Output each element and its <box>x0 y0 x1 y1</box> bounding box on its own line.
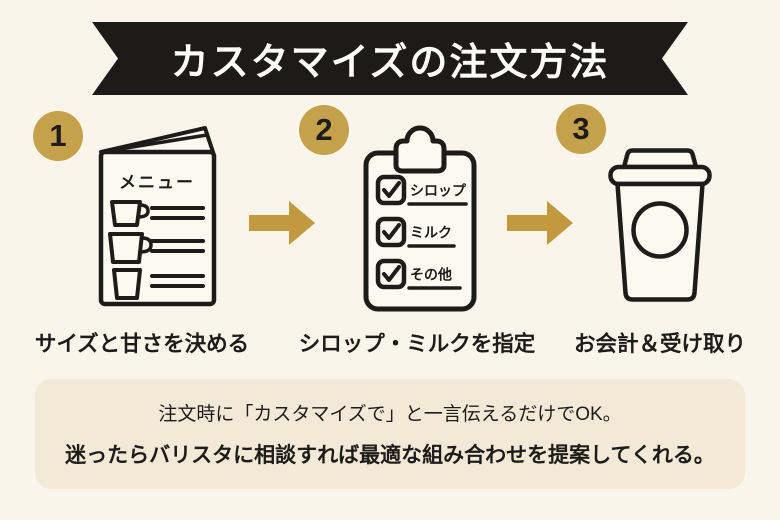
checklist-clipboard-icon: シロップ ミルク その他 <box>363 125 477 312</box>
checkmark-icon <box>382 265 401 282</box>
clipboard-clip <box>393 125 447 174</box>
cup-logo-circle <box>631 201 689 259</box>
cup-lid-rim <box>608 164 712 187</box>
booklet-fold-line <box>99 133 209 154</box>
small-cup-icon <box>110 200 142 227</box>
arrow-shape <box>507 201 573 245</box>
step2-caption: シロップ・ミルクを指定 <box>298 332 536 356</box>
step3-number: 3 <box>572 111 590 146</box>
step1-caption: サイズと甘さを決める <box>34 332 250 356</box>
step1-number: 1 <box>49 118 67 153</box>
checkbox-icon <box>375 258 407 290</box>
tumbler-cup-icon <box>112 268 142 300</box>
checkbox-icon <box>375 216 407 248</box>
note-box: 注文時に「カスタマイズで」と一言伝えるだけでOK。 迷ったらバリスタに相談すれば… <box>35 379 745 489</box>
note-line-1: 注文時に「カスタマイズで」と一言伝えるだけでOK。 <box>158 404 622 425</box>
step3-caption: お会計＆受け取り <box>573 332 747 356</box>
title-ribbon: カスタマイズの注文方法 <box>92 22 688 95</box>
cup-lid-top <box>621 148 699 170</box>
menu-title-label: メニュー <box>119 173 195 192</box>
step2-number: 2 <box>315 112 333 147</box>
arrow-right-icon <box>507 201 573 245</box>
checklist-item-label: ミルク <box>410 225 452 241</box>
menu-booklet-icon: メニュー <box>98 126 217 307</box>
checkmark-icon <box>382 181 401 198</box>
arrow-right-icon <box>249 201 315 245</box>
page-title: カスタマイズの注文方法 <box>170 42 610 84</box>
step1-number-badge: 1 <box>33 111 83 161</box>
checklist-item-label: その他 <box>410 267 452 283</box>
large-cup-icon <box>108 232 144 264</box>
booklet-front-page <box>98 149 217 307</box>
note-line-2: 迷ったらバリスタに相談すれば最適な組み合わせを提案してくれる。 <box>65 444 715 467</box>
step2-number-badge: 2 <box>299 105 349 155</box>
checklist-item-label: シロップ <box>410 183 467 199</box>
checkbox-icon <box>375 174 407 206</box>
small-cup-handle <box>136 203 150 219</box>
step3-number-badge: 3 <box>556 104 606 154</box>
arrow-shape <box>249 201 315 245</box>
takeaway-cup-icon <box>608 148 712 302</box>
large-cup-handle <box>138 236 153 254</box>
checkmark-icon <box>382 223 401 240</box>
